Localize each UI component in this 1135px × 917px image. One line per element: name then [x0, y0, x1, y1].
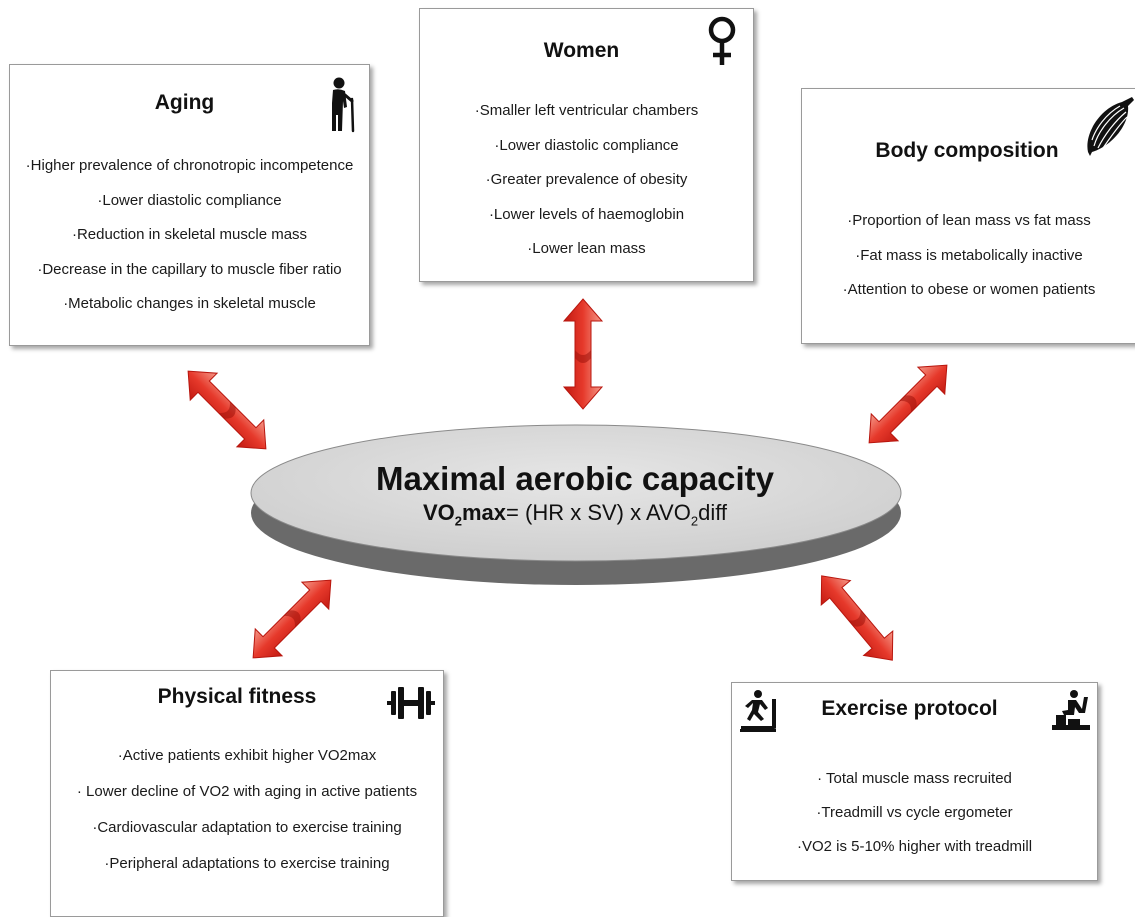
formula-vo: VO: [422, 500, 455, 525]
exercise-protocol-list: · Total muscle mass recruited ·Treadmill…: [732, 762, 1097, 864]
list-item: ·Attention to obese or women patients: [842, 281, 1096, 298]
list-item: ·Lower levels of haemoglobin: [488, 205, 685, 223]
list-item: ·Peripheral adaptations to exercise trai…: [104, 855, 390, 872]
list-item: ·Lower diastolic compliance: [97, 191, 282, 209]
women-box: Women ·Smaller left ventricular chambers…: [419, 8, 754, 282]
list-item: ·Greater prevalence of obesity: [485, 171, 688, 188]
body-composition-list: ·Proportion of lean mass vs fat mass ·Fa…: [802, 204, 1135, 308]
list-item: ·Cardiovascular adaptation to exercise t…: [92, 819, 402, 836]
arrow-physical-fitness: [239, 566, 345, 672]
body-composition-title: Body composition: [875, 139, 1059, 162]
aging-box: Aging ·Higher prevalence of chronotropic…: [9, 64, 370, 346]
formula-rest: = (HR x SV) x AVO: [506, 500, 691, 525]
list-item: · Total muscle mass recruited: [817, 770, 1012, 787]
aging-title: Aging: [154, 91, 215, 114]
exercise-protocol-title: Exercise protocol: [821, 697, 998, 720]
formula-max: max: [461, 500, 507, 525]
muscle-icon: [1087, 97, 1134, 156]
arrow-exercise-protocol: [806, 563, 908, 673]
exercise-protocol-box: Exercise protocol · Total muscle mass re…: [731, 682, 1098, 881]
list-item: ·Decrease in the capillary to muscle fib…: [37, 260, 342, 278]
list-item: · Lower decline of VO2 with aging in act…: [76, 783, 418, 800]
list-item: ·Metabolic changes in skeletal muscle: [63, 295, 316, 312]
list-item: ·Reduction in skeletal muscle mass: [71, 226, 308, 243]
dumbbell-icon: [387, 687, 435, 719]
formula-vo-subscript: 2: [454, 513, 462, 529]
arrow-body-composition: [855, 351, 961, 457]
formula-diff: diff: [698, 500, 728, 525]
physical-fitness-title: Physical fitness: [157, 685, 317, 708]
treadmill-runner-icon: [740, 690, 776, 732]
list-item: ·Lower lean mass: [527, 240, 646, 257]
list-item: ·Fat mass is metabolically inactive: [855, 246, 1083, 264]
physical-fitness-list: ·Active patients exhibit higher VO2max ·…: [51, 738, 443, 882]
center-label: Maximal aerobic capacity VO2max= (HR x S…: [250, 460, 900, 536]
body-composition-box: Body composition ·Proportion of lean mas…: [801, 88, 1135, 344]
list-item: ·VO2 is 5-10% higher with treadmill: [796, 838, 1033, 855]
list-item: ·Proportion of lean mass vs fat mass: [847, 212, 1091, 229]
vo2max-formula: VO2max= (HR x SV) x AVO2diff: [250, 498, 900, 536]
list-item: ·Lower diastolic compliance: [494, 136, 679, 154]
elderly-person-with-cane-icon: [332, 77, 355, 133]
women-list: ·Smaller left ventricular chambers ·Lowe…: [420, 94, 753, 267]
formula-avo-subscript: 2: [690, 513, 699, 529]
aging-list: ·Higher prevalence of chronotropic incom…: [10, 149, 369, 322]
list-item: ·Treadmill vs cycle ergometer: [816, 804, 1013, 821]
female-symbol-icon: [708, 16, 736, 65]
list-item: ·Higher prevalence of chronotropic incom…: [25, 157, 354, 174]
disc-top: [250, 424, 902, 562]
physical-fitness-box: Physical fitness ·Active patients exhibi…: [50, 670, 444, 917]
center-disc: [250, 424, 902, 585]
arrow-aging: [174, 357, 280, 463]
list-item: ·Smaller left ventricular chambers: [474, 102, 699, 119]
cycle-ergometer-icon: [1052, 690, 1090, 730]
center-title: Maximal aerobic capacity: [375, 460, 775, 497]
list-item: ·Active patients exhibit higher VO2max: [117, 747, 377, 764]
arrow-women: [563, 298, 603, 410]
women-title: Women: [543, 39, 620, 62]
